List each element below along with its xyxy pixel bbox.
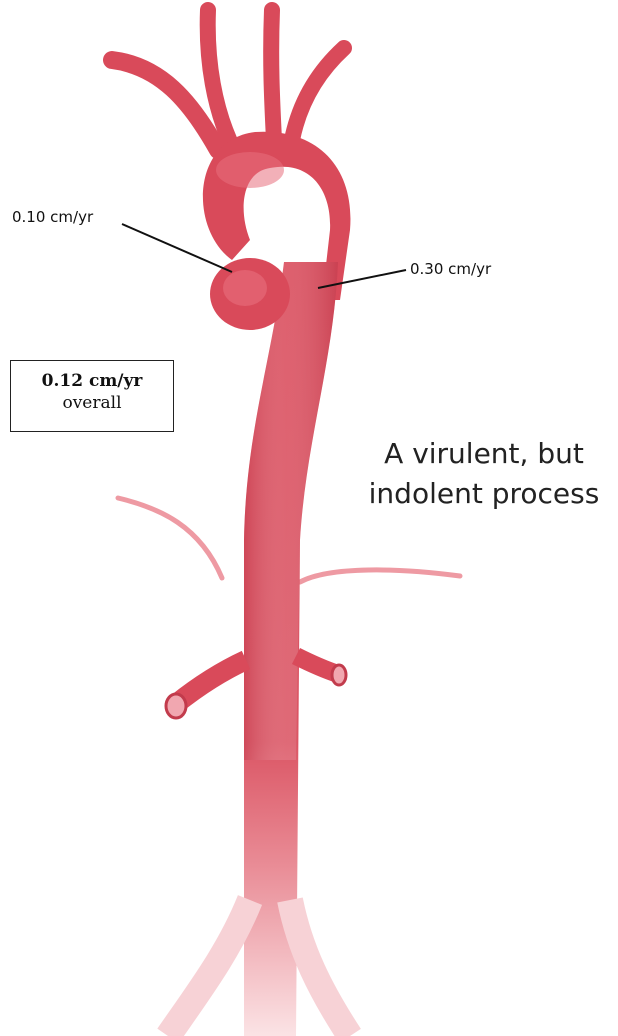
overall-rate-box: 0.12 cm/yr overall: [10, 360, 174, 432]
right-iliac-artery: [290, 900, 350, 1036]
aortic-root-highlight: [223, 270, 267, 306]
left-iliac-artery: [168, 900, 250, 1036]
right-carotid-branch: [271, 10, 274, 140]
left-faint-branch: [118, 498, 222, 578]
right-faint-branch: [300, 570, 460, 582]
caption: A virulent, but indolent process: [355, 434, 613, 514]
brachiocephalic-branch: [292, 48, 344, 140]
left-subclavian-branch: [112, 60, 218, 150]
right-renal-opening: [332, 665, 346, 685]
arch-highlight: [216, 152, 284, 188]
left-renal-artery: [176, 660, 246, 704]
caption-line-1: A virulent, but: [355, 434, 613, 474]
aorta-shading: [244, 262, 338, 760]
left-renal-opening: [166, 694, 186, 718]
overall-rate-text: overall: [11, 393, 173, 413]
rate-label-ascending: 0.10 cm/yr: [12, 208, 93, 226]
rate-label-descending: 0.30 cm/yr: [410, 260, 491, 278]
caption-line-2: indolent process: [355, 474, 613, 514]
overall-rate-value: 0.12 cm/yr: [11, 371, 173, 391]
